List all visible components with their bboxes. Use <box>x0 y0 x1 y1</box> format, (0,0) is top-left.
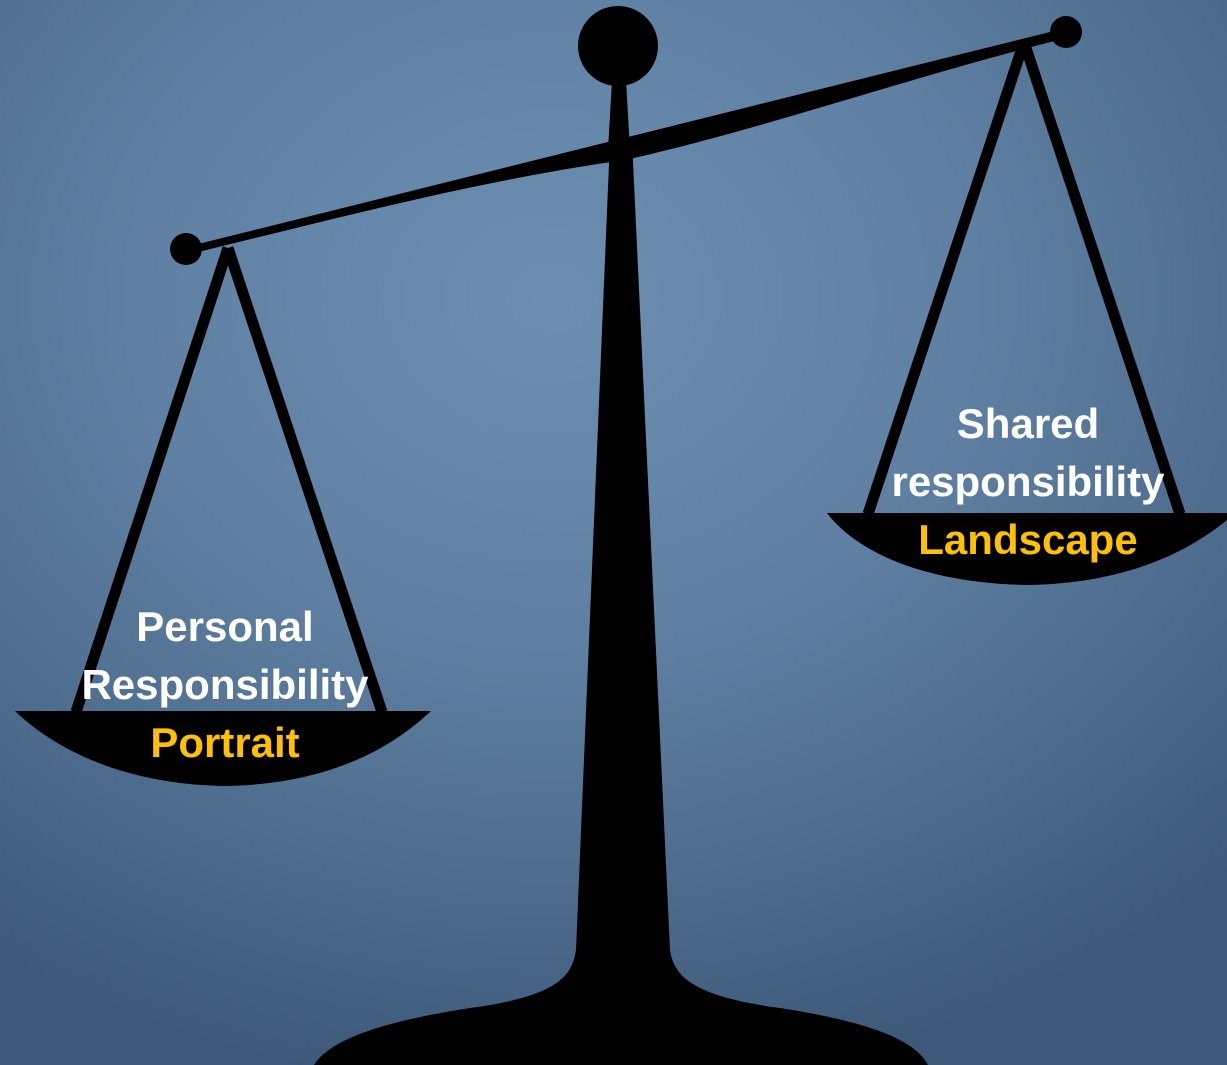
left-pan-title-line1: Personal <box>136 603 314 650</box>
scale-neck <box>608 80 630 150</box>
left-pan <box>15 711 431 786</box>
right-pan <box>827 513 1227 585</box>
scale-top-finial <box>578 6 658 86</box>
right-pan-title-line1: Shared <box>956 400 1100 447</box>
left-pan-chain-right <box>222 246 388 714</box>
left-pan-title-line2: Responsibility <box>81 661 369 708</box>
left-pan-label: Personal Responsibility Portrait <box>44 598 406 772</box>
left-beam-knob <box>170 233 202 265</box>
scale-beam <box>186 28 1066 255</box>
right-pan-title-line2: responsibility <box>891 458 1165 505</box>
right-pan-chain-right <box>1018 40 1186 516</box>
left-pan-chain-left <box>70 246 234 714</box>
scale-base <box>314 140 928 1065</box>
right-pan-chain-left <box>862 40 1030 516</box>
right-pan-orientation: Landscape <box>918 516 1138 563</box>
right-beam-knob <box>1050 16 1082 48</box>
right-pan-label: Shared responsibility Landscape <box>848 395 1208 569</box>
left-pan-orientation: Portrait <box>150 719 300 766</box>
